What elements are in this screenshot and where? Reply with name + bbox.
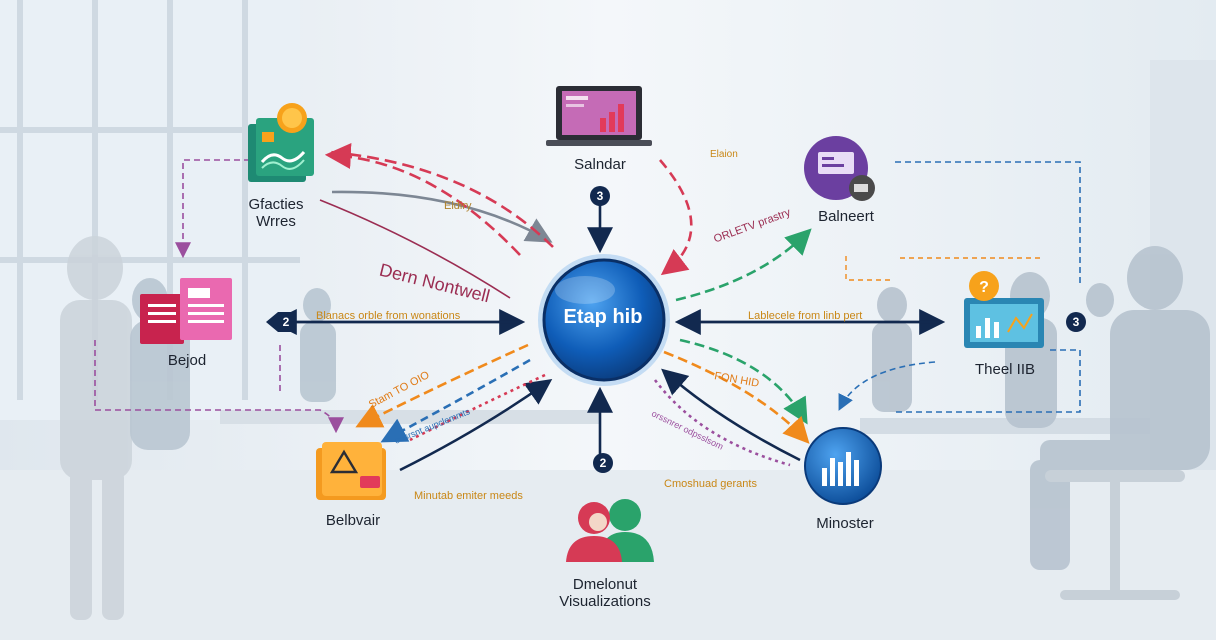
node-gfacties-line1: Gfacties — [248, 196, 304, 213]
node-dmelonut-line2: Visualizations — [559, 593, 651, 610]
badge-left — [266, 312, 296, 332]
connectors — [94, 143, 1081, 472]
hub-label: Etap hib — [563, 306, 643, 328]
node-minoster-label: Minoster — [816, 515, 874, 532]
node-bejod-label: Bejod — [167, 352, 207, 369]
badge-top — [590, 186, 610, 206]
bar-chart-icon[interactable] — [804, 427, 882, 505]
badge-left-number: 2 — [282, 315, 290, 329]
badge-bottom-number: 2 — [599, 456, 607, 470]
badge-bottom — [593, 453, 613, 473]
badge-right-number: 3 — [1072, 315, 1080, 329]
badge-right — [1066, 312, 1086, 332]
laptop-chart-icon[interactable] — [546, 86, 652, 146]
node-dmelonut-label: Dmelonut Visualizations — [550, 576, 660, 610]
node-salndar-label: Salndar — [574, 156, 626, 173]
node-gfacties-line2: Wrres — [256, 213, 296, 230]
edge-label-cmoshuad: Cmoshuad gerants — [664, 478, 757, 490]
node-balneert-label: Balneert — [818, 208, 874, 225]
node-gfacties-label: Gfacties Wrres — [236, 196, 316, 230]
folder-warning-icon[interactable] — [316, 442, 386, 500]
badge-top-number: 3 — [596, 189, 604, 203]
hub-node[interactable] — [538, 254, 670, 386]
edge-label-minutab: Minutab emiter meeds — [414, 490, 523, 502]
edge-label-eldiry: Eldiry — [444, 200, 472, 212]
edge-label-blanacs: Blanacs orble from wonations — [316, 310, 461, 322]
users-icon[interactable] — [566, 499, 654, 562]
node-dmelonut-line1: Dmelonut — [572, 576, 638, 593]
svg-text:?: ? — [979, 279, 989, 296]
node-belbvair-label: Belbvair — [325, 512, 381, 529]
documents-icon[interactable] — [140, 278, 232, 344]
dashboard-icon[interactable]: ? — [964, 271, 1044, 348]
report-icon[interactable] — [248, 103, 314, 182]
edge-label-elaion: Elaion — [710, 149, 738, 160]
presentation-icon[interactable] — [804, 136, 875, 201]
edge-label-lablecele: Lablecele from linb pert — [748, 310, 863, 322]
node-theel-label: Theel IIB — [974, 361, 1036, 378]
